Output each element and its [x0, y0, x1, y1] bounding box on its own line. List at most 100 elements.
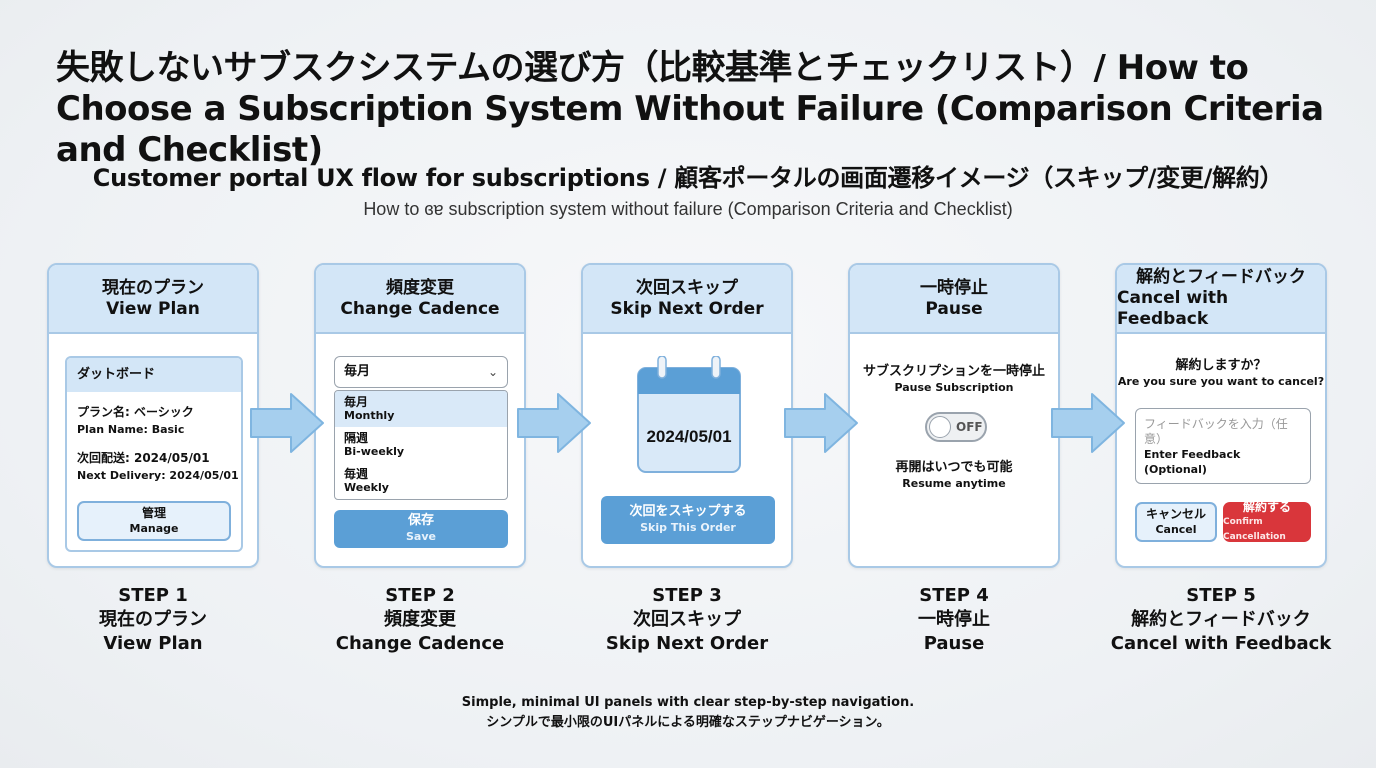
- cadence-select-value: 毎月: [344, 364, 371, 379]
- panel-cancel-feedback: 解約とフィードバック Cancel with Feedback 解約しますか？ …: [1115, 263, 1327, 568]
- panel-title-ja: 解約とフィードバック: [1136, 267, 1306, 287]
- save-label-en: Save: [406, 530, 436, 543]
- feedback-hint-en: Enter Feedback (Optional): [1144, 448, 1241, 476]
- pause-heading-en: Pause Subscription: [894, 381, 1014, 394]
- panel-title-ja: 一時停止: [920, 277, 988, 298]
- skip-order-button[interactable]: 次回をスキップする Skip This Order: [601, 496, 775, 544]
- calendar-date: 2024/05/01: [646, 427, 731, 446]
- cadence-options: 毎月 Monthly 隔週 Bi-weekly 毎週 Weekly: [334, 390, 508, 500]
- option-label-en: Weekly: [344, 481, 389, 494]
- cancel-question: 解約しますか？ Are you sure you want to cancel?: [1117, 358, 1325, 390]
- dashboard-card: ダットボード プラン名: ベーシック Plan Name: Basic 次回配送…: [65, 356, 243, 552]
- pause-heading-ja: サブスクリプションを一時停止: [862, 364, 1045, 379]
- cancel-button[interactable]: キャンセル Cancel: [1135, 502, 1217, 542]
- step-label-5: STEP 5 解約とフィードバック Cancel with Feedback: [1091, 584, 1351, 656]
- dashboard-title: ダットボード: [67, 358, 241, 392]
- step-title-ja: 解約とフィードバック: [1131, 609, 1311, 630]
- next-delivery-en: Next Delivery: 2024/05/01: [77, 469, 239, 482]
- tagline: How to ɞɐ subscription system without fa…: [363, 199, 1013, 219]
- panel-title-ja: 現在のプラン: [102, 277, 204, 298]
- feedback-input[interactable]: フィードバックを入力（任意） Enter Feedback (Optional): [1135, 408, 1311, 484]
- skip-label-ja: 次回をスキップする: [629, 504, 747, 519]
- panel-title-en: Pause: [925, 298, 983, 319]
- page-subtitle: Customer portal UX flow for subscription…: [92, 164, 1284, 192]
- panel-title-en: Change Cadence: [340, 298, 500, 319]
- step-title-en: Skip Next Order: [605, 633, 769, 654]
- panel-header: 現在のプラン View Plan: [49, 265, 257, 334]
- arrow-right-icon: [784, 393, 858, 453]
- panel-pause: 一時停止 Pause サブスクリプションを一時停止 Pause Subscrip…: [848, 263, 1060, 568]
- manage-label-en: Manage: [129, 522, 179, 535]
- page-title: 失敗しないサブスクシステムの選び方（比較基準とチェックリスト）/ How to …: [56, 48, 1324, 170]
- step-number: STEP 5: [1186, 585, 1256, 606]
- cancel-label-en: Cancel: [1155, 523, 1197, 536]
- step-title-ja: 頻度変更: [384, 609, 456, 630]
- step-label-3: STEP 3 次回スキップ Skip Next Order: [557, 584, 817, 656]
- resume-note-ja: 再開はいつでも可能: [895, 460, 1013, 475]
- toggle-knob: [929, 416, 951, 438]
- chevron-down-icon: ⌄: [487, 365, 498, 379]
- step-label-4: STEP 4 一時停止 Pause: [824, 584, 1084, 656]
- footer-caption-en: Simple, minimal UI panels with clear ste…: [461, 695, 915, 710]
- step-label-1: STEP 1 現在のプラン View Plan: [23, 584, 283, 656]
- option-monthly[interactable]: 毎月 Monthly: [335, 391, 507, 427]
- step-number: STEP 1: [118, 585, 188, 606]
- confirm-cancellation-button[interactable]: 解約する Confirm Cancellation: [1223, 499, 1311, 542]
- calendar-icon: 2024/05/01: [637, 356, 741, 473]
- option-weekly[interactable]: 毎週 Weekly: [335, 463, 507, 499]
- cancel-question-ja: 解約しますか？: [1175, 358, 1267, 373]
- panel-title-en: Cancel with Feedback: [1117, 288, 1229, 329]
- manage-label-ja: 管理: [141, 506, 166, 520]
- skip-label-en: Skip This Order: [640, 521, 736, 534]
- feedback-placeholder: フィードバックを入力（任意）: [1144, 417, 1288, 446]
- step-number: STEP 3: [652, 585, 722, 606]
- panel-title-en: Skip Next Order: [610, 298, 764, 319]
- step-label-2: STEP 2 頻度変更 Change Cadence: [290, 584, 550, 656]
- step-title-ja: 一時停止: [918, 609, 990, 630]
- arrow-right-icon: [250, 393, 324, 453]
- panel-title-en: View Plan: [106, 298, 200, 319]
- manage-button[interactable]: 管理 Manage: [77, 501, 231, 541]
- step-title-en: View Plan: [103, 633, 203, 654]
- footer-caption-ja: シンプルで最小限のUIパネルによる明確なステップナビゲーション。: [486, 715, 890, 730]
- cancel-question-en: Are you sure you want to cancel?: [1117, 375, 1325, 388]
- panel-header: 解約とフィードバック Cancel with Feedback: [1117, 265, 1325, 334]
- panel-header: 頻度変更 Change Cadence: [316, 265, 524, 334]
- step-number: STEP 2: [385, 585, 455, 606]
- option-label-ja: 毎週: [344, 467, 369, 481]
- pause-heading: サブスクリプションを一時停止 Pause Subscription: [850, 364, 1058, 396]
- plan-name-en: Plan Name: Basic: [77, 423, 185, 436]
- arrow-right-icon: [517, 393, 591, 453]
- cancel-label-ja: キャンセル: [1145, 507, 1206, 521]
- panel-skip-next-order: 次回スキップ Skip Next Order 2024/05/01 次回をスキッ…: [581, 263, 793, 568]
- resume-note: 再開はいつでも可能 Resume anytime: [850, 460, 1058, 492]
- confirm-label-ja: 解約する: [1242, 499, 1291, 514]
- option-label-en: Monthly: [344, 409, 395, 422]
- toggle-state-label: OFF: [956, 420, 983, 434]
- plan-name: プラン名: ベーシック Plan Name: Basic: [77, 404, 194, 438]
- plan-name-ja: プラン名: ベーシック: [77, 405, 194, 419]
- step-title-en: Cancel with Feedback: [1110, 633, 1332, 654]
- save-label-ja: 保存: [407, 513, 434, 528]
- confirm-label-en: Confirm Cancellation: [1223, 516, 1286, 542]
- option-label-ja: 隔週: [344, 431, 369, 445]
- panel-header: 一時停止 Pause: [850, 265, 1058, 334]
- panel-title-ja: 頻度変更: [386, 277, 454, 298]
- panel-title-ja: 次回スキップ: [636, 277, 738, 298]
- next-delivery: 次回配送: 2024/05/01 Next Delivery: 2024/05/…: [77, 450, 239, 484]
- option-label-ja: 毎月: [344, 395, 369, 409]
- panel-change-cadence: 頻度変更 Change Cadence 毎月 ⌄ 毎月 Monthly 隔週 B…: [314, 263, 526, 568]
- cadence-select[interactable]: 毎月 ⌄: [334, 356, 508, 388]
- step-number: STEP 4: [919, 585, 989, 606]
- save-button[interactable]: 保存 Save: [334, 510, 508, 548]
- arrow-right-icon: [1051, 393, 1125, 453]
- footer-caption: Simple, minimal UI panels with clear ste…: [0, 693, 1376, 733]
- option-bi-weekly[interactable]: 隔週 Bi-weekly: [335, 427, 507, 463]
- pause-toggle[interactable]: OFF: [925, 412, 987, 442]
- next-delivery-ja: 次回配送: 2024/05/01: [77, 451, 210, 465]
- panel-view-plan: 現在のプラン View Plan ダットボード プラン名: ベーシック Plan…: [47, 263, 259, 568]
- step-title-en: Change Cadence: [335, 633, 505, 654]
- step-title-en: Pause: [923, 633, 985, 654]
- step-title-ja: 次回スキップ: [633, 609, 741, 630]
- step-title-ja: 現在のプラン: [99, 609, 207, 630]
